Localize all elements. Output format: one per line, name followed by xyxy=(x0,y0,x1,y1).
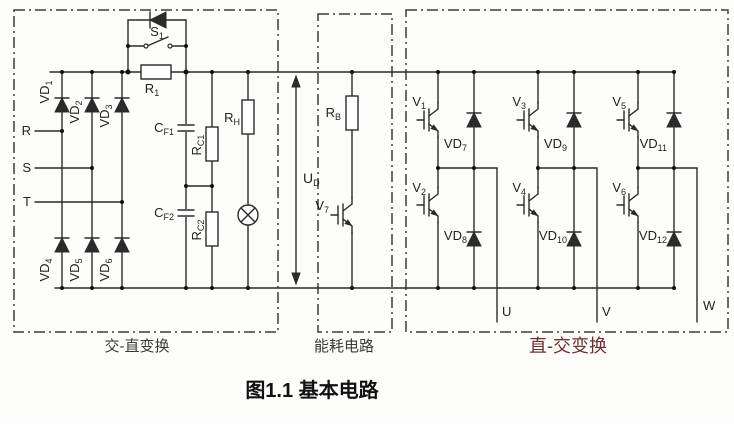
phase-s-label: S xyxy=(22,160,31,175)
switch-contact-icon xyxy=(167,43,173,49)
section-borders xyxy=(13,9,729,333)
diode-vd6-label: VD6 xyxy=(97,258,114,281)
resistor-rb-label: RB xyxy=(326,105,341,122)
inverter-section-label: 直-交变换 xyxy=(529,336,607,356)
diode-vd12-label: VD12 xyxy=(639,228,667,245)
transistor-v7-label: V7 xyxy=(315,198,329,215)
switch-s1-label: S1 xyxy=(150,24,164,41)
diode-vd11-label: VD11 xyxy=(640,136,667,153)
rectifier-section-label: 交-直变换 xyxy=(105,337,170,355)
resistor-rc2-icon xyxy=(205,211,219,247)
resistor-r1-label: R1 xyxy=(145,81,159,98)
figure-caption: 图1.1 基本电路 xyxy=(245,378,379,402)
capacitor-cf1-icon xyxy=(176,123,196,133)
diode-vd10-label: VD10 xyxy=(539,228,567,245)
output-u-label: U xyxy=(502,304,511,319)
resistor-rc2-label: RC2 xyxy=(189,220,206,241)
dc-link-voltage-label: UD xyxy=(303,170,320,188)
diode-vd10-icon xyxy=(566,231,582,247)
switch-lever xyxy=(146,36,169,47)
diode-vd4-icon xyxy=(54,237,70,253)
diode-vd3-label: VD3 xyxy=(97,104,114,127)
output-v-label: V xyxy=(602,304,611,319)
diode-vd4-label: VD4 xyxy=(37,258,54,281)
inverter-section-border xyxy=(405,9,729,333)
transistor-v5-label: V5 xyxy=(612,94,626,111)
output-w-label: W xyxy=(703,298,716,313)
resistor-r1-icon xyxy=(140,64,172,80)
wires xyxy=(34,19,698,323)
transistor-v7-icon xyxy=(330,196,353,234)
capacitor-cf1-label: CF1 xyxy=(154,120,174,137)
switch-contact-icon xyxy=(143,43,149,49)
transistor-v4-label: V4 xyxy=(512,180,526,197)
diode-vd6-icon xyxy=(114,237,130,253)
diode-vd8-label: VD8 xyxy=(444,228,467,245)
diode-vd7-label: VD7 xyxy=(444,136,467,153)
transistor-v3-label: V3 xyxy=(512,94,526,111)
resistor-rc1-label: RC1 xyxy=(189,135,206,156)
transistor-v1-label: V1 xyxy=(412,94,426,111)
junction-dots xyxy=(60,44,676,290)
diode-vd5-icon xyxy=(84,237,100,253)
components xyxy=(54,11,682,253)
diode-vd2-label: VD2 xyxy=(67,100,84,123)
diode-vd11-icon xyxy=(666,112,682,128)
rectifier-section-border xyxy=(13,9,279,333)
diode-vd1-label: VD1 xyxy=(37,80,54,103)
capacitor-cf2-icon xyxy=(176,208,196,218)
brake-section-label: 能耗电路 xyxy=(314,338,374,355)
resistor-rh-icon xyxy=(241,99,255,135)
diode-vd9-label: VD9 xyxy=(544,136,567,153)
resistor-rh-label: RH xyxy=(224,110,240,127)
diode-vd3-icon xyxy=(114,97,130,113)
diode-vd8-icon xyxy=(466,231,482,247)
brake-section-border xyxy=(317,13,393,333)
phase-t-label: T xyxy=(23,194,31,209)
diode-vd7-icon xyxy=(466,112,482,128)
transistor-v6-label: V6 xyxy=(612,180,626,197)
diode-vd5-label: VD5 xyxy=(67,258,84,281)
capacitor-cf2-label: CF2 xyxy=(154,205,174,222)
labels: R S T S1 R1 VD1 VD2 VD3 VD4 VD5 VD6 CF1 … xyxy=(22,24,716,402)
phase-r-label: R xyxy=(22,123,31,138)
indicator-lamp-icon xyxy=(237,204,259,226)
resistor-rb-icon xyxy=(345,95,359,131)
diode-vd9-icon xyxy=(566,112,582,128)
transistor-v2-label: V2 xyxy=(412,180,426,197)
resistor-rc1-icon xyxy=(205,126,219,162)
diode-vd12-icon xyxy=(666,231,682,247)
